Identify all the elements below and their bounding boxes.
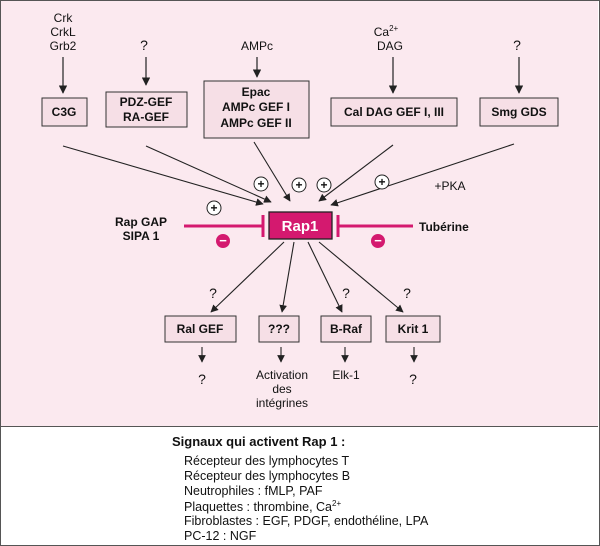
legend-line: Récepteur des lymphocytes T xyxy=(184,454,350,468)
ral-gef-label: Ral GEF xyxy=(177,322,224,336)
elk1-label: Elk-1 xyxy=(332,368,360,382)
calcium-label: Ca2+ xyxy=(374,24,399,39)
superscript: 2+ xyxy=(332,499,342,508)
krit1-question: ? xyxy=(403,285,411,301)
ral-gef-box xyxy=(164,315,237,343)
activation-label: Activation xyxy=(256,368,308,382)
minus-glyph: − xyxy=(374,233,382,248)
plus-glyph: + xyxy=(257,177,264,191)
plus-sign-gef-2 xyxy=(291,177,307,193)
plus-glyph: + xyxy=(295,178,302,192)
minus-sign-rapgap xyxy=(216,234,230,248)
input-arrows xyxy=(58,57,524,94)
krit1-output: ? xyxy=(409,371,417,387)
ampc-gef-1-label: AMPc GEF I xyxy=(222,100,290,114)
ampc-gef-2-label: AMPc GEF II xyxy=(220,116,291,130)
legend-line: Récepteur des lymphocytes B xyxy=(184,469,351,483)
grb2-label: Grb2 xyxy=(50,39,77,53)
legend-line: Neutrophiles : fMLP, PAF xyxy=(184,484,323,498)
ral-gef-question: ? xyxy=(209,285,217,301)
plus-sign-gef-1 xyxy=(253,176,269,192)
pdz-gef-box xyxy=(105,91,188,128)
rap1-label: Rap1 xyxy=(282,218,319,235)
rap-gap-label: Rap GAP xyxy=(115,215,167,229)
pdz-gef-label: PDZ-GEF xyxy=(120,95,173,109)
ral-gef-output: ? xyxy=(198,371,206,387)
plus-glyph: + xyxy=(320,178,327,192)
caldag-gef-box xyxy=(330,97,458,127)
activation-arrows xyxy=(62,141,515,207)
minus-sign-tuberine xyxy=(371,234,385,248)
unknown-input-2: ? xyxy=(513,37,521,53)
caldag-gef-label: Cal DAG GEF I, III xyxy=(344,105,444,119)
dag-label: DAG xyxy=(377,39,403,53)
tuberine-label: Tubérine xyxy=(419,220,469,234)
unknown-effector-box xyxy=(258,315,300,343)
epac-box xyxy=(203,80,310,139)
legend-line-platelets: Plaquettes : thrombine, Ca2+ xyxy=(184,499,341,514)
braf-question: ? xyxy=(342,285,350,301)
legend-line: Fibroblastes : EGF, PDGF, endothéline, L… xyxy=(184,514,429,528)
output-arrows xyxy=(198,347,418,363)
tuberine-inhibition-line xyxy=(336,215,413,237)
effector-arrows xyxy=(210,241,404,313)
plus-sign-gef-4 xyxy=(374,174,390,190)
minus-glyph: − xyxy=(219,233,227,248)
plus-sign-rapgap xyxy=(206,200,222,216)
crk-label: Crk xyxy=(54,11,74,25)
crkl-label: CrkL xyxy=(50,25,76,39)
braf-box xyxy=(320,315,372,343)
c3g-box xyxy=(41,97,88,127)
unknown-input-1: ? xyxy=(140,37,148,53)
braf-label: B-Raf xyxy=(330,322,363,336)
plus-signs xyxy=(206,174,390,216)
unknown-effector-label: ??? xyxy=(268,322,290,336)
rapgap-inhibition-line xyxy=(184,215,265,237)
ra-gef-label: RA-GEF xyxy=(123,110,169,124)
plus-glyph: + xyxy=(378,175,385,189)
krit1-label: Krit 1 xyxy=(398,322,429,336)
rap1-pathway-diagram: Crk CrkL Grb2 ? AMPc Ca2+ DAG ? C3G PDZ-… xyxy=(41,11,559,410)
plus-sign-gef-3 xyxy=(316,177,332,193)
diagram-panel: Crk CrkL Grb2 ? AMPc Ca2+ DAG ? C3G PDZ-… xyxy=(1,1,598,427)
smg-gds-label: Smg GDS xyxy=(491,105,546,119)
ampc-label: AMPc xyxy=(241,39,273,53)
rap1-box xyxy=(268,211,333,240)
legend-line-text: Plaquettes : thrombine, Ca xyxy=(184,500,332,515)
legend-line: PC-12 : NGF xyxy=(184,529,257,543)
integrines-label: intégrines xyxy=(256,396,308,410)
smg-gds-box xyxy=(479,97,559,127)
des-label: des xyxy=(272,382,291,396)
krit1-box xyxy=(385,315,441,343)
plus-glyph: + xyxy=(210,201,217,215)
epac-label: Epac xyxy=(242,85,271,99)
c3g-label: C3G xyxy=(52,105,77,119)
pka-label: +PKA xyxy=(434,179,465,193)
legend-title: Signaux qui activent Rap 1 : xyxy=(172,434,346,449)
sipa1-label: SIPA 1 xyxy=(123,229,160,243)
